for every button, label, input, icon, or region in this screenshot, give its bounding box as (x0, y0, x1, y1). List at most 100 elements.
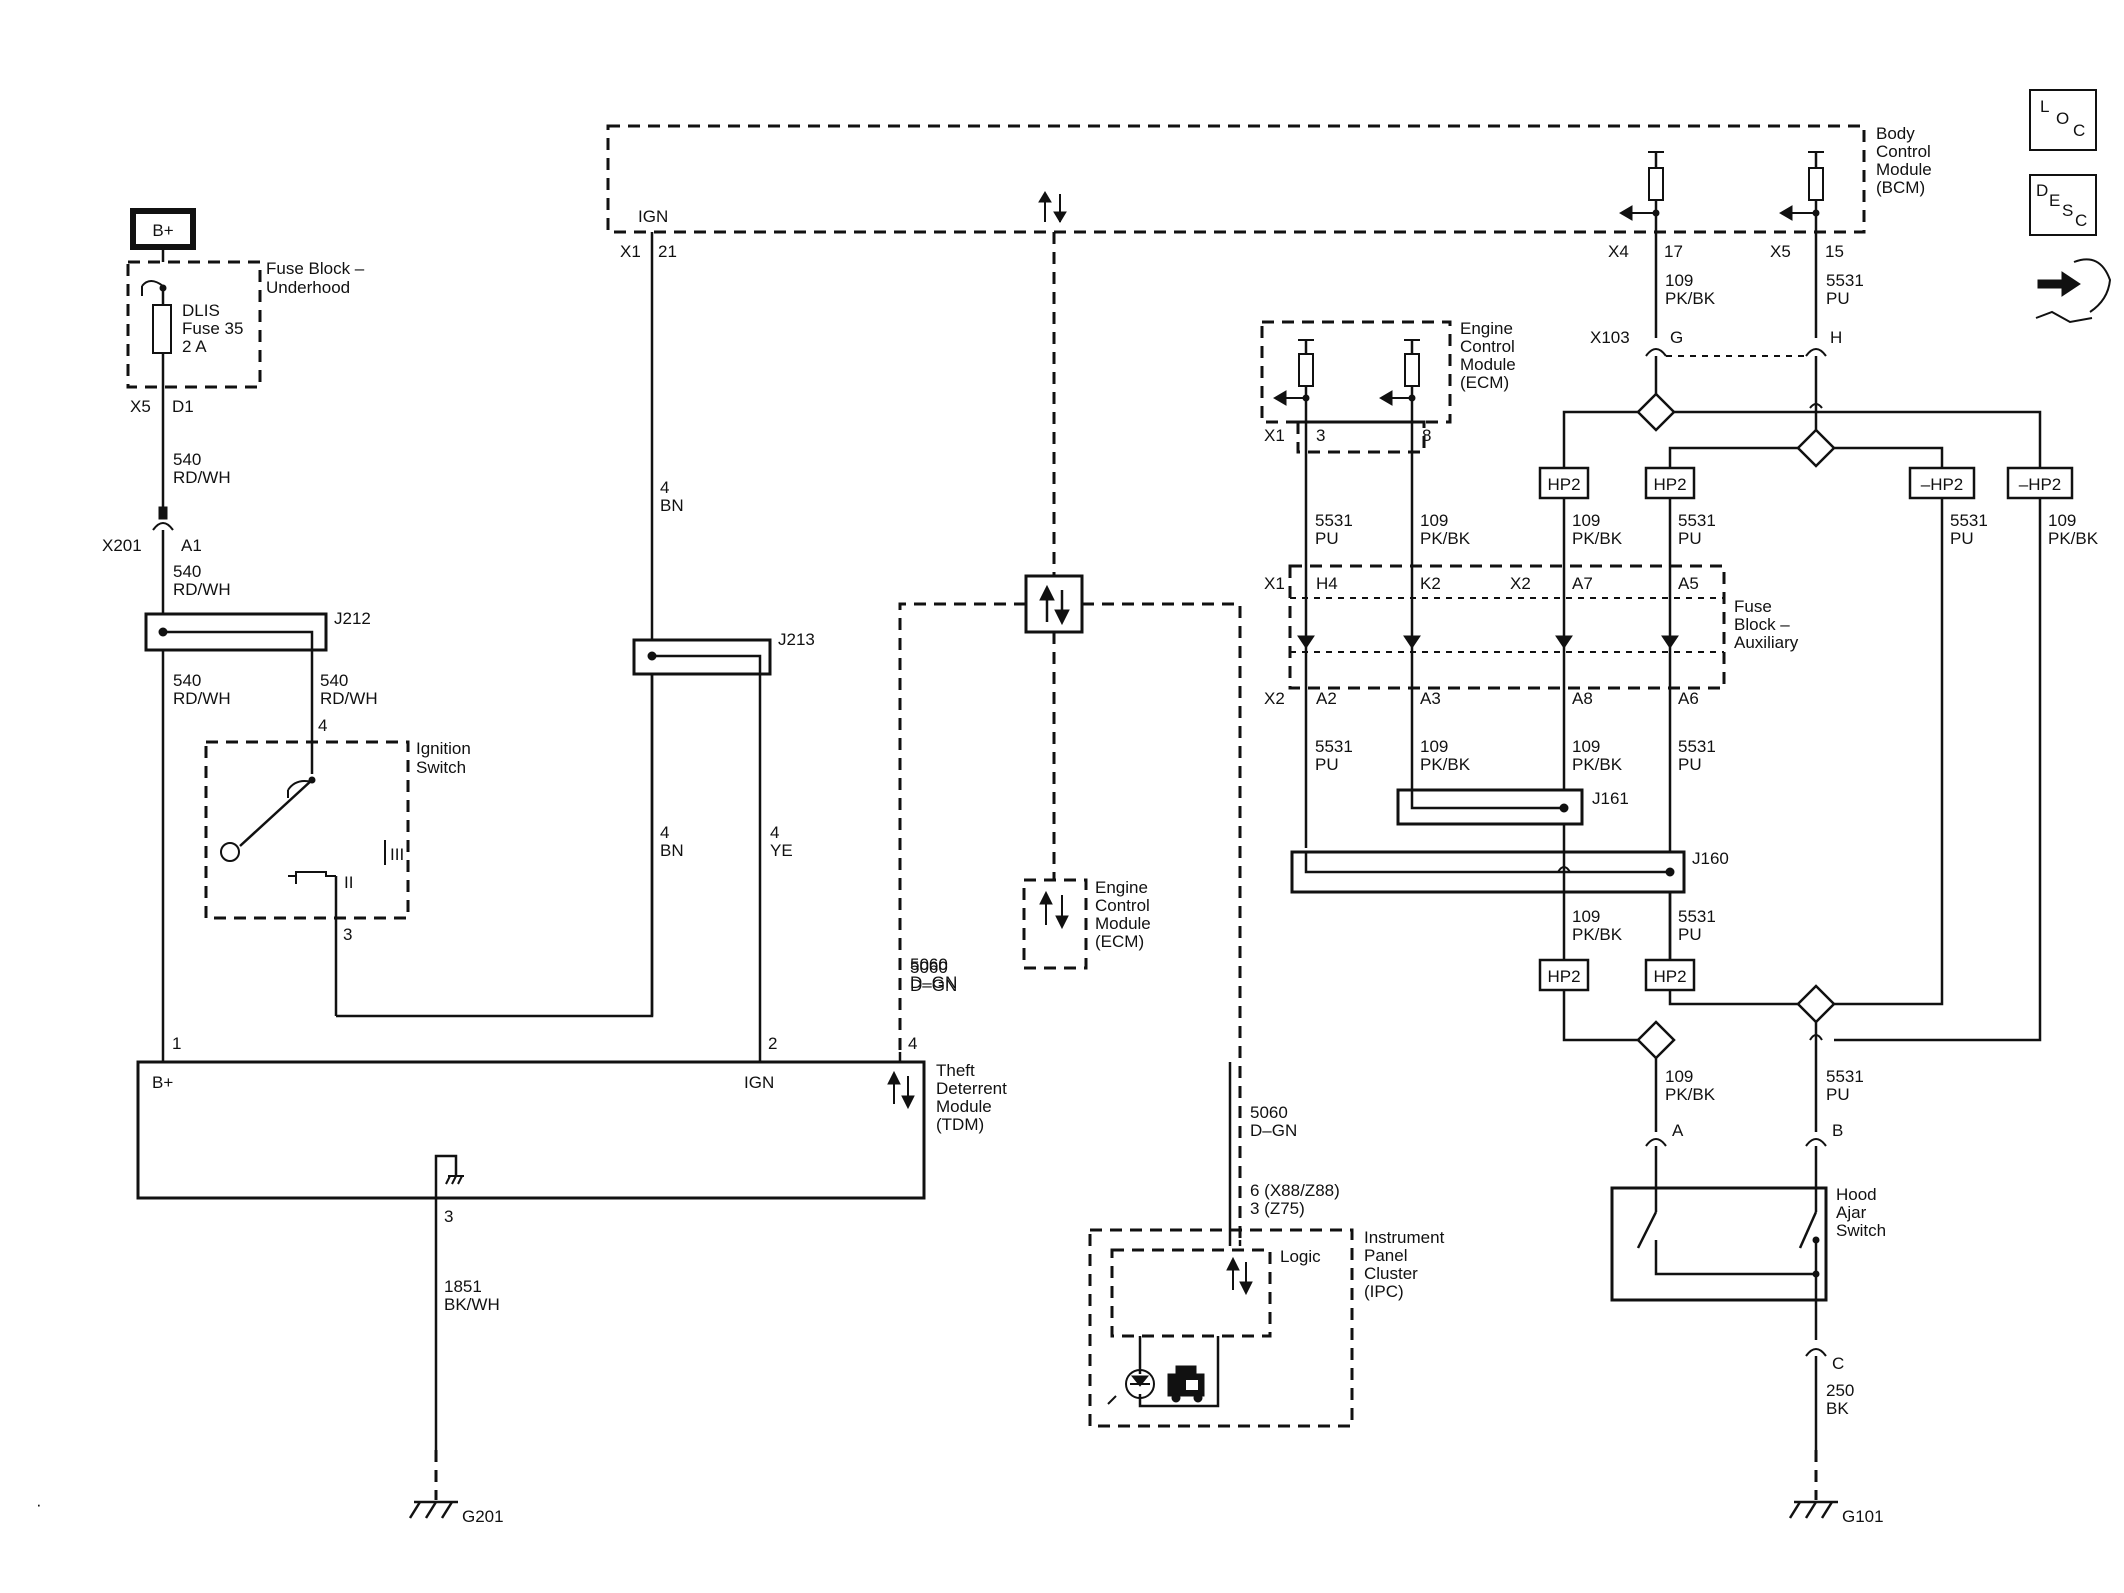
ipc-title-2: Panel (1364, 1246, 1407, 1265)
wire-5060-color-1: D–GN (910, 976, 957, 995)
battery-power-source: B+ (130, 208, 196, 250)
wire-250-circuit: 250 (1826, 1381, 1854, 1400)
hood-pin-c: C (1832, 1354, 1844, 1373)
aux-pin-k2: K2 (1420, 574, 1441, 593)
wire-109-color-6: PK/BK (1572, 925, 1623, 944)
wire-5060-circuit-tdm: 5060 (910, 955, 948, 974)
wire-4bn-color-2: BN (660, 841, 684, 860)
minus-hp2-splice-1 (1908, 466, 1976, 500)
tdm-pin2: 2 (768, 1034, 777, 1053)
security-indicator-led-icon (1125, 1369, 1155, 1399)
tdm-ign-label: IGN (744, 1073, 774, 1092)
wire-109-color-7: PK/BK (1665, 1085, 1716, 1104)
wire-540-circuit-1: 540 (173, 450, 201, 469)
wire-5531-color-bcm: PU (1826, 289, 1850, 308)
minus-hp2-label-2: –HP2 (2019, 475, 2062, 494)
svg-text:S: S (2062, 201, 2073, 220)
connector-x103-label: X103 (1590, 328, 1630, 347)
tdm-bplus-label: B+ (152, 1073, 173, 1092)
fuse-block-aux-title-1: Fuse (1734, 597, 1772, 616)
connector-x201-label: X201 (102, 536, 142, 555)
bcm-x1-label: X1 (620, 242, 641, 261)
wire-5531-color-5: PU (1678, 755, 1702, 774)
aux-pin-a8: A8 (1572, 689, 1593, 708)
loc-icon[interactable]: L O C (2029, 89, 2097, 151)
wire-109-circuit-bcm: 109 (1665, 271, 1693, 290)
hood-switch-title-2: Ajar (1836, 1203, 1867, 1222)
theft-deterrent-module: B+ IGN (136, 1060, 926, 1200)
wire-540-circuit-3: 540 (173, 671, 201, 690)
wire-109-circuit-2: 109 (1572, 511, 1600, 530)
desc-icon[interactable]: D E S C (2029, 174, 2097, 236)
bcm-x1-pin: 21 (658, 242, 677, 261)
splice-j212: J212 (144, 609, 371, 652)
bcm-title-2: Control (1876, 142, 1931, 161)
corner-mark: · (36, 1495, 42, 1514)
power-label: B+ (152, 221, 173, 240)
hood-switch-title-3: Switch (1836, 1221, 1886, 1240)
wire-5531-color-3: PU (1950, 529, 1974, 548)
wire-4bn-color-1: BN (660, 496, 684, 515)
wire-5531-circuit-2: 5531 (1678, 511, 1716, 530)
ground-g101-icon (1788, 1500, 1838, 1519)
wire-109-circuit-5: 109 (1572, 737, 1600, 756)
wire-5531-circuit-4: 5531 (1315, 737, 1353, 756)
wire-250-color: BK (1826, 1399, 1849, 1418)
splice-j213: J213 (632, 630, 815, 676)
wire-5531-bypass (1816, 498, 1944, 1006)
wire-540-circuit-2: 540 (173, 562, 201, 581)
splice-j212-label: J212 (334, 609, 371, 628)
hp2-splice-3 (1538, 958, 1590, 992)
bcm-x5-label: X5 (1770, 242, 1791, 261)
ignition-switch-title-1: Ignition (416, 739, 471, 758)
splice-j160-label: J160 (1692, 849, 1729, 868)
body-control-module: Body Control Module (BCM) IGN (606, 124, 1932, 245)
wire-5531-color-6: PU (1678, 925, 1702, 944)
tdm-title-3: Module (936, 1097, 992, 1116)
fuse-name: DLIS (182, 301, 220, 320)
ipc-pin-b: 3 (Z75) (1250, 1199, 1305, 1218)
fuse-number: Fuse 35 (182, 319, 243, 338)
ecm-top-title-4: (ECM) (1460, 373, 1509, 392)
splice-j161-label: J161 (1592, 789, 1629, 808)
aux-x2-label-top: X2 (1510, 574, 1531, 593)
hp2-label-2: HP2 (1653, 475, 1686, 494)
wire-5060-circuit-2: 5060 (1250, 1103, 1288, 1122)
wire-1851-circuit: 1851 (444, 1277, 482, 1296)
hp2-label-3: HP2 (1547, 967, 1580, 986)
wire-109-circuit-6: 109 (1572, 907, 1600, 926)
ground-g201-label: G201 (462, 1507, 504, 1526)
splice-j213-label: J213 (778, 630, 815, 649)
ecm-mid-title-4: (ECM) (1095, 932, 1144, 951)
ecm-top-x1-label: X1 (1264, 426, 1285, 445)
bcm-title-4: (BCM) (1876, 178, 1925, 197)
ignition-switch: Ignition Switch II III (204, 739, 471, 920)
ecm-mid-title-3: Module (1095, 914, 1151, 933)
wire-1851-color: BK/WH (444, 1295, 500, 1314)
connector-x201 (152, 506, 174, 531)
bcm-title-3: Module (1876, 160, 1932, 179)
wire-540-color-3: RD/WH (173, 689, 231, 708)
tdm-pin4: 4 (908, 1034, 917, 1053)
wire-540-color-1: RD/WH (173, 468, 231, 487)
tdm-pin1: 1 (172, 1034, 181, 1053)
fuse-block-underhood-title-2: Underhood (266, 278, 350, 297)
wire-5531-circuit-3: 5531 (1950, 511, 1988, 530)
fuse-block-underhood-title-1: Fuse Block – (266, 259, 365, 278)
tdm-title-2: Deterrent (936, 1079, 1007, 1098)
wire-540-color-4: RD/WH (320, 689, 378, 708)
hood-switch-title-1: Hood (1836, 1185, 1877, 1204)
wire-109-circuit-7: 109 (1665, 1067, 1693, 1086)
aux-pin-h4: H4 (1316, 574, 1338, 593)
wire-109-bypass (1834, 498, 2042, 1042)
wire-109-circuit-3: 109 (2048, 511, 2076, 530)
aux-pin-a3: A3 (1420, 689, 1441, 708)
ignition-pos-3: III (390, 845, 404, 864)
pin-d1-label: D1 (172, 397, 194, 416)
connector-repair-icon[interactable] (2035, 258, 2112, 324)
bcm-x5-pin: 15 (1825, 242, 1844, 261)
wire-5531-circuit-5: 5531 (1678, 737, 1716, 756)
vehicle-lock-icon (1167, 1365, 1205, 1403)
tdm-pin3: 3 (444, 1207, 453, 1226)
aux-x1-label: X1 (1264, 574, 1285, 593)
